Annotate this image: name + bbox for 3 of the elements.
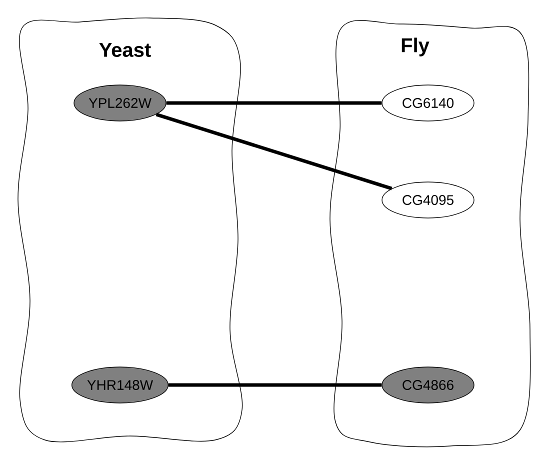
connector-line [156, 112, 392, 190]
connector-line [166, 101, 382, 105]
connector-line [168, 383, 382, 387]
